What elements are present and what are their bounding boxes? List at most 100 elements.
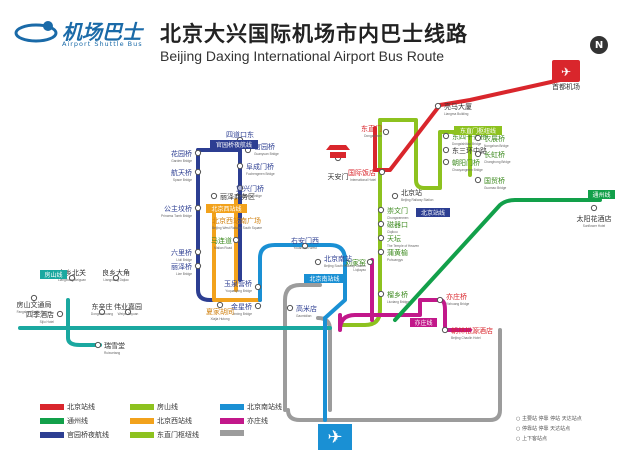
station-label: 花园桥 [171, 149, 192, 158]
station-label-en: Jinxing Bridge [232, 312, 252, 316]
station-label-en: Liujiayao [353, 268, 366, 272]
legend-item: 北京西站线 [130, 416, 192, 426]
station-dot [194, 262, 202, 270]
legend-label: 亦庄线 [247, 417, 268, 425]
line-tag [410, 318, 437, 327]
station-label: 亦庄桥 [446, 292, 467, 301]
airport-marker [552, 60, 580, 82]
station-label: 朝阳门桥 [452, 158, 480, 167]
route-line-orange [212, 208, 260, 302]
station-dot [194, 204, 202, 212]
station-dot [210, 192, 218, 200]
station-dot [314, 258, 322, 266]
station-label-en: Chaoyangmen Bridge [452, 168, 483, 172]
station-label: 太阳花酒店 [577, 214, 612, 223]
station-label-en: Fuxingmen Bridge [236, 194, 262, 198]
station-label-en: The Temple of Heaven [387, 244, 419, 248]
line-tag [454, 126, 502, 135]
station-label: 磁器口 [387, 220, 408, 229]
swoosh-logo-icon [14, 21, 58, 43]
station-dot [194, 248, 202, 256]
route-line-blue [196, 148, 262, 302]
station-label-en: Dongsishitiao Bridge [452, 142, 481, 146]
legend-swatch [220, 404, 244, 410]
station-dot [377, 248, 385, 256]
station-label: 高米店 [296, 304, 317, 313]
legend-item: 通州线 [40, 416, 88, 426]
station-label: 四道口东 [226, 130, 254, 139]
legend-swatch [220, 418, 244, 424]
station-label-en: Dongzhimen [364, 134, 382, 138]
station-label-en: Garden Bridge [171, 159, 192, 163]
station-label-en: Beijing Chaolin Hotel [451, 336, 481, 340]
station-dot [442, 146, 450, 154]
station-dot [112, 274, 120, 282]
station-label: 首都机场 [552, 82, 580, 91]
line-tag-label: 官园桥夜航线 [216, 141, 252, 149]
line-tag-label: 东直门枢纽线 [460, 127, 496, 135]
station-dot [286, 304, 294, 312]
legend-label: 北京南站线 [247, 403, 282, 411]
station-label-en: Sijiu Hotel [40, 320, 55, 324]
station-label: 右安门西 [291, 236, 319, 245]
station-label-en: Chongwenmen [387, 216, 409, 220]
station-label-en: Princess Tomb Bridge [161, 214, 192, 218]
airport-shuttle-logo: 机场巴士 Airport Shuttle Bus [10, 12, 160, 52]
route-line-blue [196, 148, 242, 282]
station-label: 天安门 [328, 172, 349, 181]
station-label-en: Liangxiang Dajiao [103, 278, 129, 282]
station-label-en: Malian Road [214, 246, 232, 250]
station-label-en: Space Bridge [173, 178, 192, 182]
legend-label: 通州线 [67, 417, 88, 425]
station-label: 蒲黄榆 [387, 248, 408, 257]
station-label: 天坛 [387, 234, 401, 243]
station-label-en: Yuquanying Bridge [225, 289, 252, 293]
station-dot [441, 326, 449, 334]
station-label: 六里桥 [171, 248, 192, 257]
station-label: 夏家胡同 [206, 307, 234, 316]
station-label-en: Youanmen West [293, 246, 316, 250]
station-label-en: Guomao Bridge [484, 186, 507, 190]
station-label-en: Beijing South Railway Station [324, 264, 366, 268]
station-dot [56, 310, 64, 318]
station-dot [377, 290, 385, 298]
line-tag-label: 北京西站线 [211, 205, 241, 213]
station-dot [442, 158, 450, 166]
station-dot [194, 149, 202, 157]
route-line-red [373, 78, 562, 172]
station-label: 北京西站南广场 [212, 216, 261, 225]
station-dot [232, 236, 240, 244]
station-label: 航天桥 [171, 168, 192, 177]
station-label-en: Gaomidian [296, 314, 312, 318]
legend-swatch [130, 418, 154, 424]
route-line-teal [66, 298, 102, 347]
station-dot [30, 294, 38, 302]
station-label: 玉泉营桥 [224, 279, 252, 288]
station-label-en: Ruixuetang [104, 351, 120, 355]
station-label-en: Beijing Railway Station [401, 198, 434, 202]
legend-item: 官园桥夜航线 [40, 430, 109, 440]
station-label: 国贸桥 [484, 176, 505, 185]
station-label-en: International Hotel [350, 178, 376, 182]
station-label: 刘家窑 [345, 258, 366, 267]
station-label: 东直门 [361, 124, 382, 133]
station-dot [194, 168, 202, 176]
line-tag-label: 北京站线 [421, 209, 445, 217]
station-dot [377, 206, 385, 214]
route-line-gray [283, 283, 322, 412]
route-line-green [338, 118, 382, 327]
legend-label: 官园桥夜航线 [67, 431, 109, 439]
route-line-magenta [338, 298, 472, 332]
station-label: 伟业嘉园 [114, 302, 142, 311]
page-title-en: Beijing Daxing International Airport Bus… [160, 48, 445, 64]
station-label-en: Ciqikou [387, 230, 398, 234]
legend-item: 东直门枢纽线 [130, 430, 199, 440]
route-line-gray [286, 328, 502, 422]
station-label: 官园桥 [254, 142, 275, 151]
station-dot [474, 176, 482, 184]
station-dot [216, 301, 224, 309]
station-label: 丽泽桥 [171, 262, 192, 271]
station-dot [377, 220, 385, 228]
